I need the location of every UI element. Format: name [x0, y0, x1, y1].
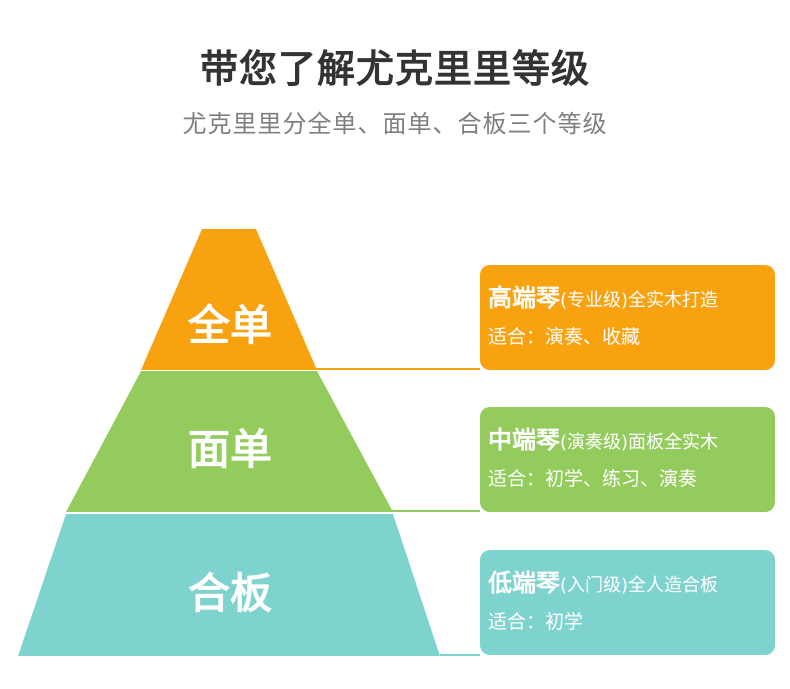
suitable-for: 适合：演奏、收藏: [488, 326, 641, 348]
page-title: 带您了解尤克里里等级: [199, 47, 590, 91]
tier-label-laminate: 合板: [187, 569, 272, 618]
info-box-title: 低端琴(入门级)全人造合板: [488, 568, 775, 601]
material-desc: 全实木打造: [628, 290, 719, 311]
grade-note: (入门级): [560, 575, 629, 596]
info-box-high-end: 高端琴(专业级)全实木打造 适合：演奏、收藏: [480, 265, 775, 370]
info-box-title: 中端琴(演奏级)面板全实木: [488, 425, 775, 458]
pyramid-tier-bottom: [18, 514, 440, 656]
info-box-mid-range: 中端琴(演奏级)面板全实木 适合：初学、练习、演奏: [480, 407, 775, 512]
grade-name: 中端琴: [488, 426, 560, 454]
material-desc: 面板全实木: [628, 432, 719, 453]
tier-label-solid-top: 面单: [187, 425, 272, 474]
suitable-for: 适合：初学: [488, 611, 584, 633]
suitable-for: 适合：初学、练习、演奏: [488, 468, 698, 490]
page-subtitle: 尤克里里分全单、面单、合板三个等级: [182, 110, 608, 138]
grade-note: (演奏级): [560, 432, 629, 453]
pyramid-tier-top: [141, 229, 317, 370]
info-box-title: 高端琴(专业级)全实木打造: [488, 283, 775, 316]
material-desc: 全人造合板: [628, 575, 719, 596]
grade-name: 低端琴: [488, 569, 560, 597]
tier-label-full-solid: 全单: [187, 301, 272, 350]
info-box-entry-level: 低端琴(入门级)全人造合板 适合：初学: [480, 550, 775, 655]
grade-name: 高端琴: [488, 284, 560, 312]
pyramid-tier-middle: [66, 371, 393, 512]
grade-note: (专业级): [560, 290, 629, 311]
